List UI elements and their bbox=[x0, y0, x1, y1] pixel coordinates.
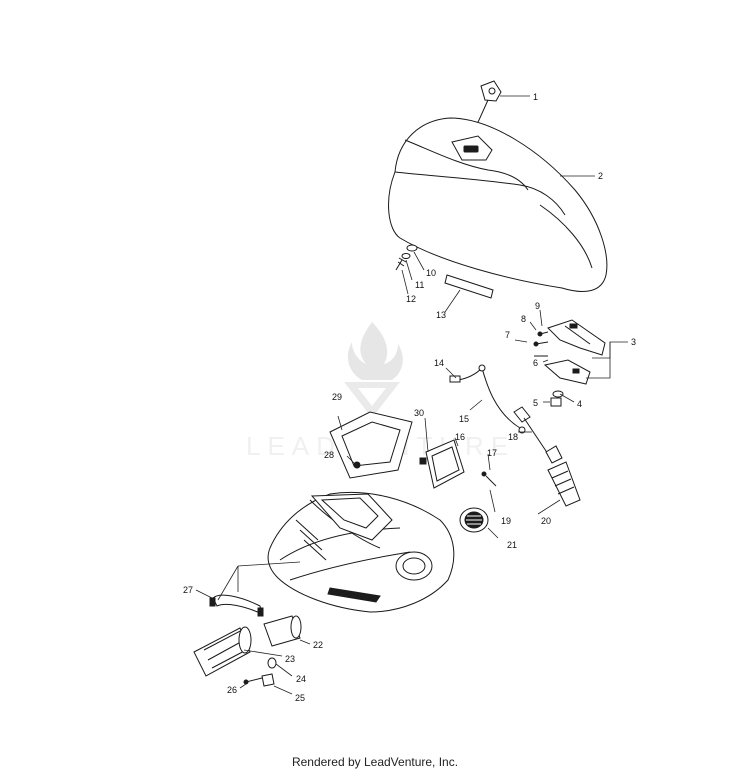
callout-19: 19 bbox=[501, 516, 511, 526]
callout-17: 17 bbox=[487, 448, 497, 458]
callout-18: 18 bbox=[508, 432, 518, 442]
callout-2: 2 bbox=[598, 171, 603, 181]
callout-3: 3 bbox=[631, 337, 636, 347]
callout-4: 4 bbox=[577, 399, 582, 409]
callout-8: 8 bbox=[521, 314, 526, 324]
callout-23: 23 bbox=[285, 654, 295, 664]
callout-15: 15 bbox=[459, 414, 469, 424]
part-22-grip bbox=[263, 615, 302, 647]
part-16-hatch-cover bbox=[353, 439, 497, 489]
callout-11: 11 bbox=[415, 280, 424, 290]
callout-16: 16 bbox=[455, 432, 465, 442]
callout-21: 21 bbox=[507, 540, 517, 550]
parts-4-5-bushings bbox=[550, 390, 564, 407]
callout-22: 22 bbox=[313, 640, 323, 650]
callout-1: 1 bbox=[533, 92, 538, 102]
part-27-handle bbox=[209, 594, 264, 617]
callout-27: 27 bbox=[183, 585, 193, 595]
v-logo-icon bbox=[344, 382, 400, 418]
callout-28: 28 bbox=[324, 450, 334, 460]
part-21-round-cover bbox=[459, 507, 489, 533]
callout-20: 20 bbox=[541, 516, 551, 526]
parts-24-26-hardware bbox=[243, 657, 277, 687]
part-20-boot bbox=[547, 461, 581, 507]
callout-26: 26 bbox=[227, 685, 237, 695]
callout-5: 5 bbox=[533, 398, 538, 408]
flame-logo-icon bbox=[347, 322, 403, 380]
callout-25: 25 bbox=[295, 693, 305, 703]
footer-credit: Rendered by LeadVenture, Inc. bbox=[291, 755, 459, 769]
callout-29: 29 bbox=[332, 392, 342, 402]
part-13-bracket bbox=[444, 274, 494, 299]
callout-30: 30 bbox=[414, 408, 424, 418]
callout-7: 7 bbox=[505, 330, 510, 340]
callout-labels: 1 2 3 4 5 6 7 8 9 10 11 12 13 14 15 16 1… bbox=[183, 92, 636, 703]
part-29-gasket bbox=[329, 411, 413, 479]
part-23-grip bbox=[193, 626, 252, 677]
main-hull-body bbox=[267, 491, 455, 613]
part-18-gas-strut bbox=[513, 406, 563, 464]
callout-6: 6 bbox=[533, 358, 538, 368]
part-15-tether-cable bbox=[449, 364, 526, 434]
callout-24: 24 bbox=[296, 674, 306, 684]
part-2-hood bbox=[388, 117, 608, 292]
callout-9: 9 bbox=[535, 301, 540, 311]
callout-13: 13 bbox=[436, 310, 446, 320]
leader-lines bbox=[195, 95, 628, 695]
callout-10: 10 bbox=[426, 268, 436, 278]
parts-10-12-fasteners bbox=[395, 244, 418, 271]
part-3-hinge-bracket bbox=[533, 319, 606, 385]
callout-12: 12 bbox=[406, 294, 416, 304]
callout-14: 14 bbox=[434, 358, 444, 368]
